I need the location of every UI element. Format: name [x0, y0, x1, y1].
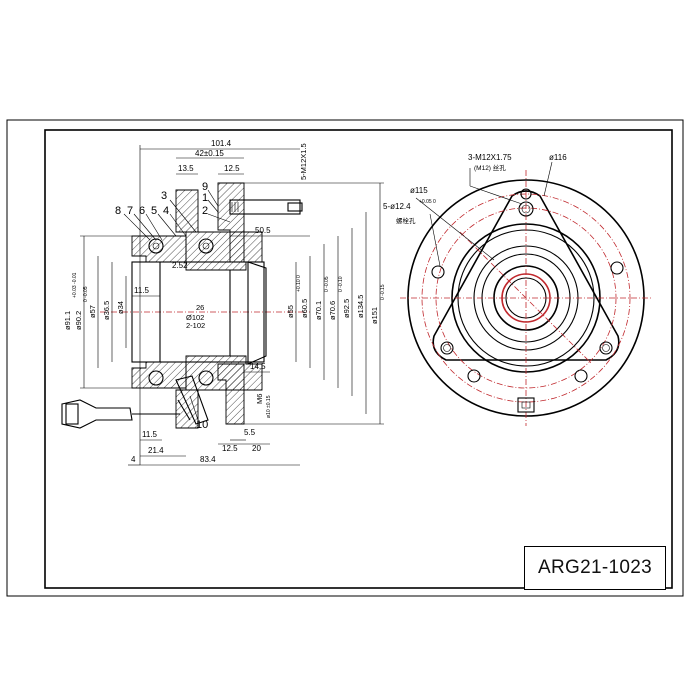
callout-8: 8: [115, 205, 121, 217]
callout-1: 1: [202, 192, 208, 204]
dim-11-5-inner: 11.5: [134, 286, 150, 295]
dim-101-4: 101.4: [211, 139, 232, 148]
dim-70-1-tol: 0 -0.05: [324, 276, 330, 292]
dim-21-4: 21.4: [148, 446, 164, 455]
dim-42: 42±0.15: [195, 149, 224, 158]
dim-34: ø34: [116, 301, 125, 314]
dim-14-5: 14.5: [250, 362, 266, 371]
callout-9: 9: [202, 181, 208, 193]
part-number: ARG21-1023: [538, 557, 652, 578]
dim-60-5: ø60.5: [300, 299, 309, 318]
dim-70-1: ø70.1: [314, 301, 323, 320]
dim-55-tol: +0.10 0: [296, 275, 302, 292]
dim-thread: 5-M12X1.5: [299, 143, 308, 180]
front-view: [400, 161, 652, 426]
dim-13-5: 13.5: [178, 164, 194, 173]
dim-4: 4: [131, 455, 136, 464]
dim-151-tol: 0 -0.15: [380, 284, 386, 300]
section-dimensions: 101.4 42±0.15 13.5 12.5 50.5 2.52 11.5 1…: [63, 139, 386, 464]
dim-m6: M6: [255, 394, 264, 404]
dim-36-5: ø36.5: [102, 301, 111, 320]
dim-spline-note: 26: [196, 303, 204, 312]
dim-83-4: 83.4: [200, 455, 216, 464]
dim-134-5: ø134.5: [356, 295, 365, 318]
callout-2: 2: [202, 205, 208, 217]
dim-spline-2: 2-102: [186, 321, 205, 330]
dim-90-2-tol: 0 -0.05: [83, 286, 89, 302]
dim-11-5-bottom: 11.5: [142, 430, 158, 439]
label-115: ø115: [410, 186, 428, 195]
label-thread-front: 3-M12X1.75: [468, 153, 512, 162]
dim-5-5: 5.5: [244, 428, 256, 437]
dim-55: ø55: [286, 305, 295, 318]
title-block: ARG21-1023: [524, 546, 666, 590]
dim-91-1: ø91.1: [63, 311, 72, 330]
dim-20: 20: [252, 444, 261, 453]
dim-151: ø151: [370, 307, 379, 324]
dim-92-5: ø92.5: [342, 299, 351, 318]
section-view: [61, 145, 384, 466]
label-holes-tol: +0.05 0: [419, 199, 436, 205]
callout-5: 5: [151, 205, 157, 217]
callout-4: 4: [163, 205, 169, 217]
dim-50-5: 50.5: [255, 226, 271, 235]
outer-frame: [6, 119, 684, 597]
dim-70-6-tol: 0 -0.10: [338, 276, 344, 292]
inner-frame: [44, 129, 673, 589]
callout-numbers: 8 7 6 5 4 3 9 1 2 10: [115, 181, 208, 431]
callout-10: 10: [196, 419, 208, 431]
label-thread-note: (M12) 丝孔: [474, 163, 506, 172]
callout-3: 3: [161, 190, 167, 202]
dim-12-5-bottom: 12.5: [222, 444, 238, 453]
dim-90-2: ø90.2: [74, 311, 83, 330]
dim-12-5-top: 12.5: [224, 164, 240, 173]
label-holes: 5-ø12.4: [383, 202, 411, 211]
dim-chamfer: 2.52: [172, 261, 188, 270]
callout-7: 7: [127, 205, 133, 217]
dim-70-6: ø70.6: [328, 301, 337, 320]
dim-m6-tol: ø10 ±0.15: [266, 395, 272, 418]
label-holes-note: 螺栓孔: [396, 216, 416, 225]
callout-6: 6: [139, 205, 145, 217]
dim-91-1-tol: +0.03 -0.01: [72, 272, 78, 298]
dim-spline: Ø102: [186, 313, 204, 322]
label-116: ø116: [549, 153, 567, 162]
dim-57: ø57: [88, 305, 97, 318]
front-view-labels: 3-M12X1.75 (M12) 丝孔 ø116 ø115 5-ø12.4 +0…: [383, 153, 567, 225]
